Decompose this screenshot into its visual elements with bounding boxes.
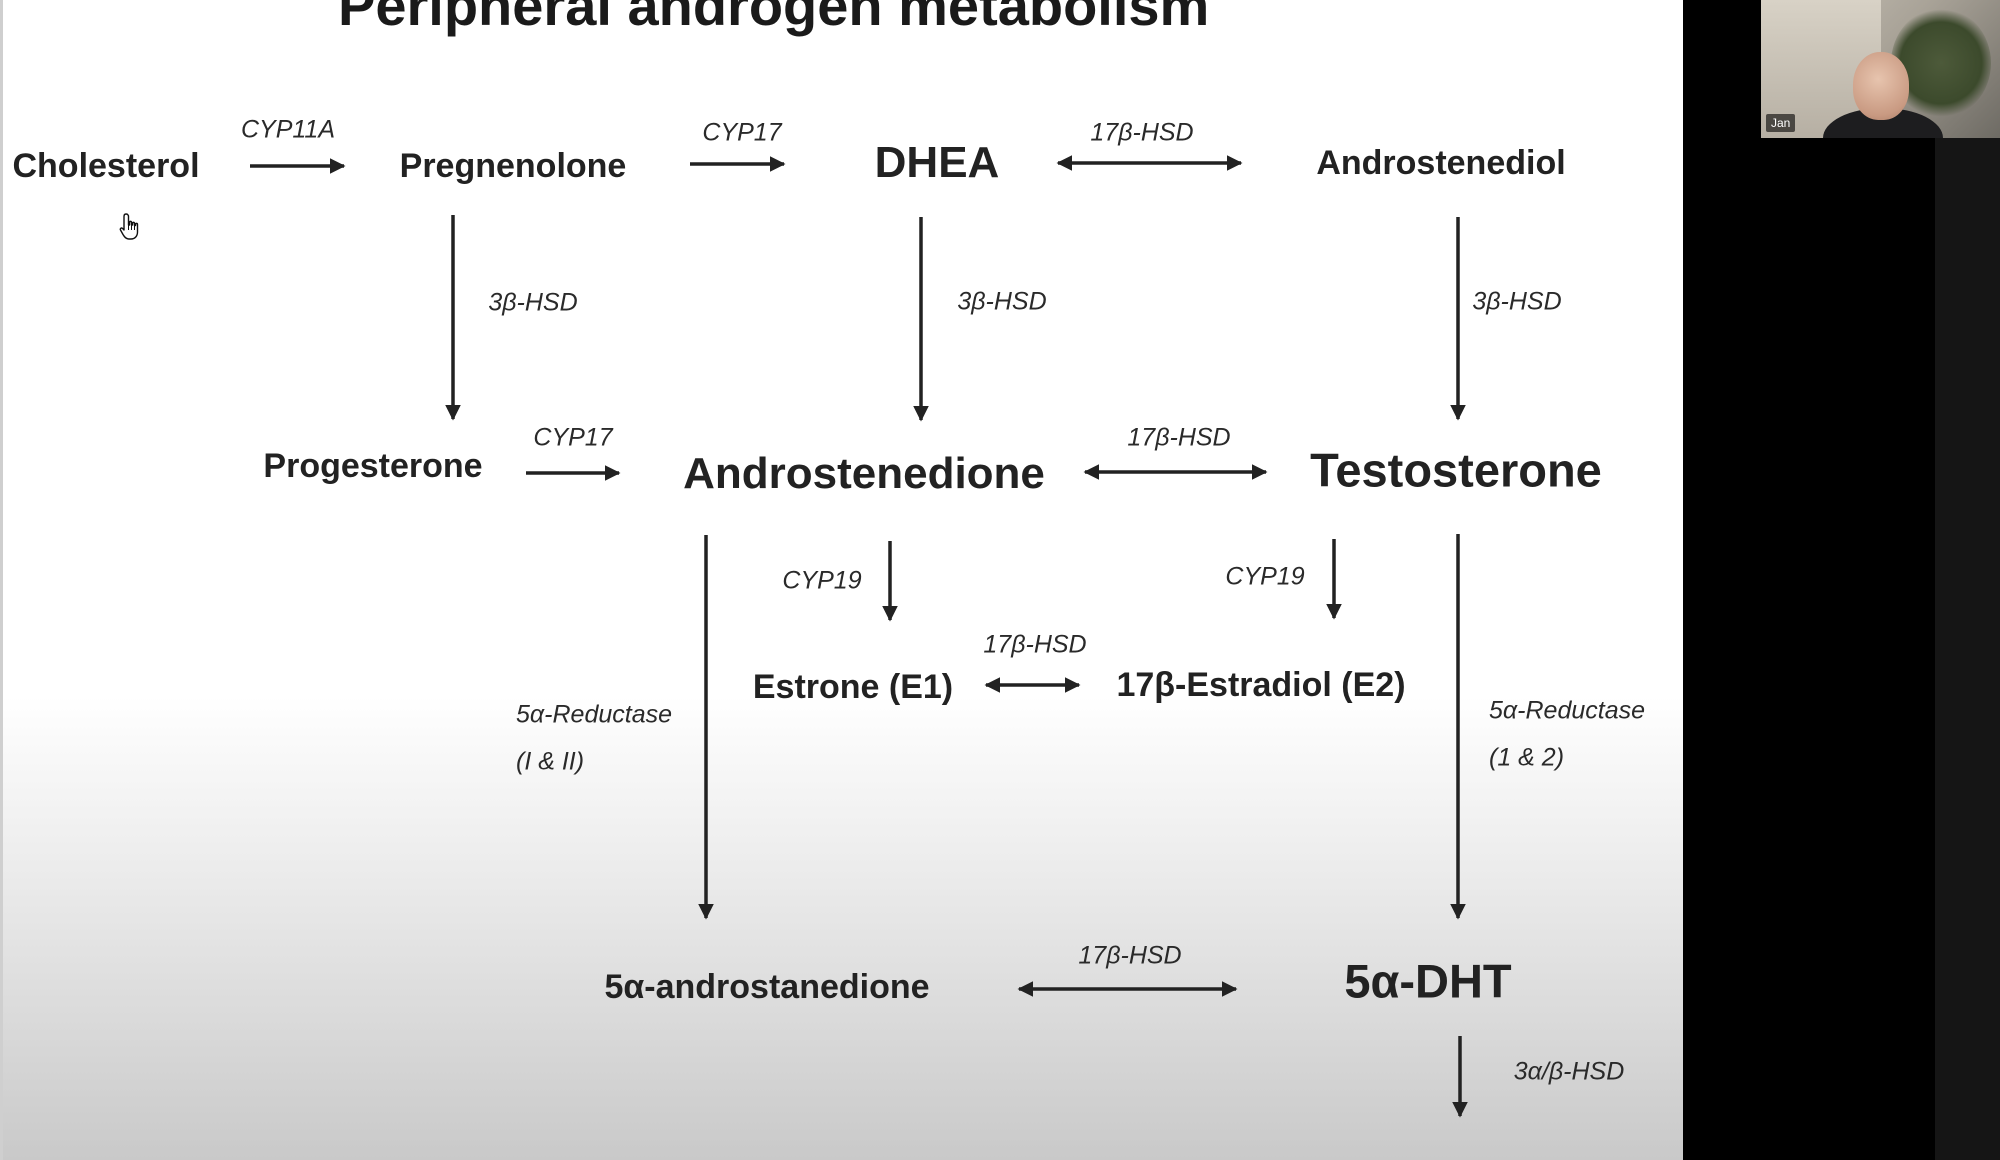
node-androstenediol: Androstenediol [1316, 144, 1566, 182]
enzyme-label-5a-reductase-left: 5α-Reductase [516, 700, 673, 729]
enzyme-label-17b-hsd-estrogens: 17β-HSD [983, 630, 1087, 659]
enzyme-label-cyp17-top: CYP17 [702, 118, 782, 147]
participant-head [1853, 52, 1909, 120]
pathway-arrows [250, 155, 1468, 1118]
enzyme-label-17b-hsd-mid: 17β-HSD [1127, 423, 1231, 452]
enzyme-label-17b-hsd-bottom: 17β-HSD [1078, 941, 1182, 970]
enzyme-label-cyp11a: CYP11A [240, 115, 336, 144]
enzyme-label-cyp19-right: CYP19 [1225, 562, 1305, 591]
node-testosterone: Testosterone [1310, 443, 1602, 497]
enzyme-label-cyp19-left: CYP19 [782, 566, 862, 595]
enzyme-label-5a-reductase-left-isoforms: (I & II) [516, 747, 585, 776]
enzyme-label-5a-reductase-right-isoforms: (1 & 2) [1489, 743, 1565, 772]
enzyme-label-5a-reductase-right: 5α-Reductase [1489, 696, 1646, 725]
node-dhea: DHEA [874, 138, 1000, 187]
enzyme-label-cyp17-mid: CYP17 [533, 423, 613, 452]
node-dht: 5α-DHT [1344, 954, 1512, 1008]
video-background-plant [1891, 8, 1991, 118]
enzyme-label-3b-hsd-left: 3β-HSD [488, 288, 578, 317]
enzyme-label-3ab-hsd: 3α/β-HSD [1513, 1057, 1625, 1086]
slide-title: Peripheral androgen metabolism [338, 0, 1210, 37]
enzyme-label-3b-hsd-right: 3β-HSD [1472, 287, 1562, 316]
participant-name-label: Jan [1766, 113, 1796, 132]
node-pregnenolone: Pregnenolone [399, 147, 627, 185]
hand-cursor-icon [119, 213, 139, 240]
enzyme-label-3b-hsd-mid: 3β-HSD [957, 287, 1047, 316]
node-androstenedione: Androstenedione [683, 449, 1045, 498]
presentation-slide: Peripheral androgen metabolism [0, 0, 1683, 1160]
participant-video-tile[interactable]: Jan [1761, 0, 2000, 138]
node-androstanedione: 5α-androstanedione [604, 968, 930, 1006]
slide-border [0, 0, 3, 1160]
node-cholesterol: Cholesterol [12, 147, 200, 185]
node-estradiol: 17β-Estradiol (E2) [1116, 666, 1406, 704]
node-estrone: Estrone (E1) [752, 668, 954, 706]
node-progesterone: Progesterone [263, 447, 483, 485]
enzyme-label-17b-hsd-top: 17β-HSD [1090, 118, 1194, 147]
right-side-panel [1935, 138, 2000, 1160]
